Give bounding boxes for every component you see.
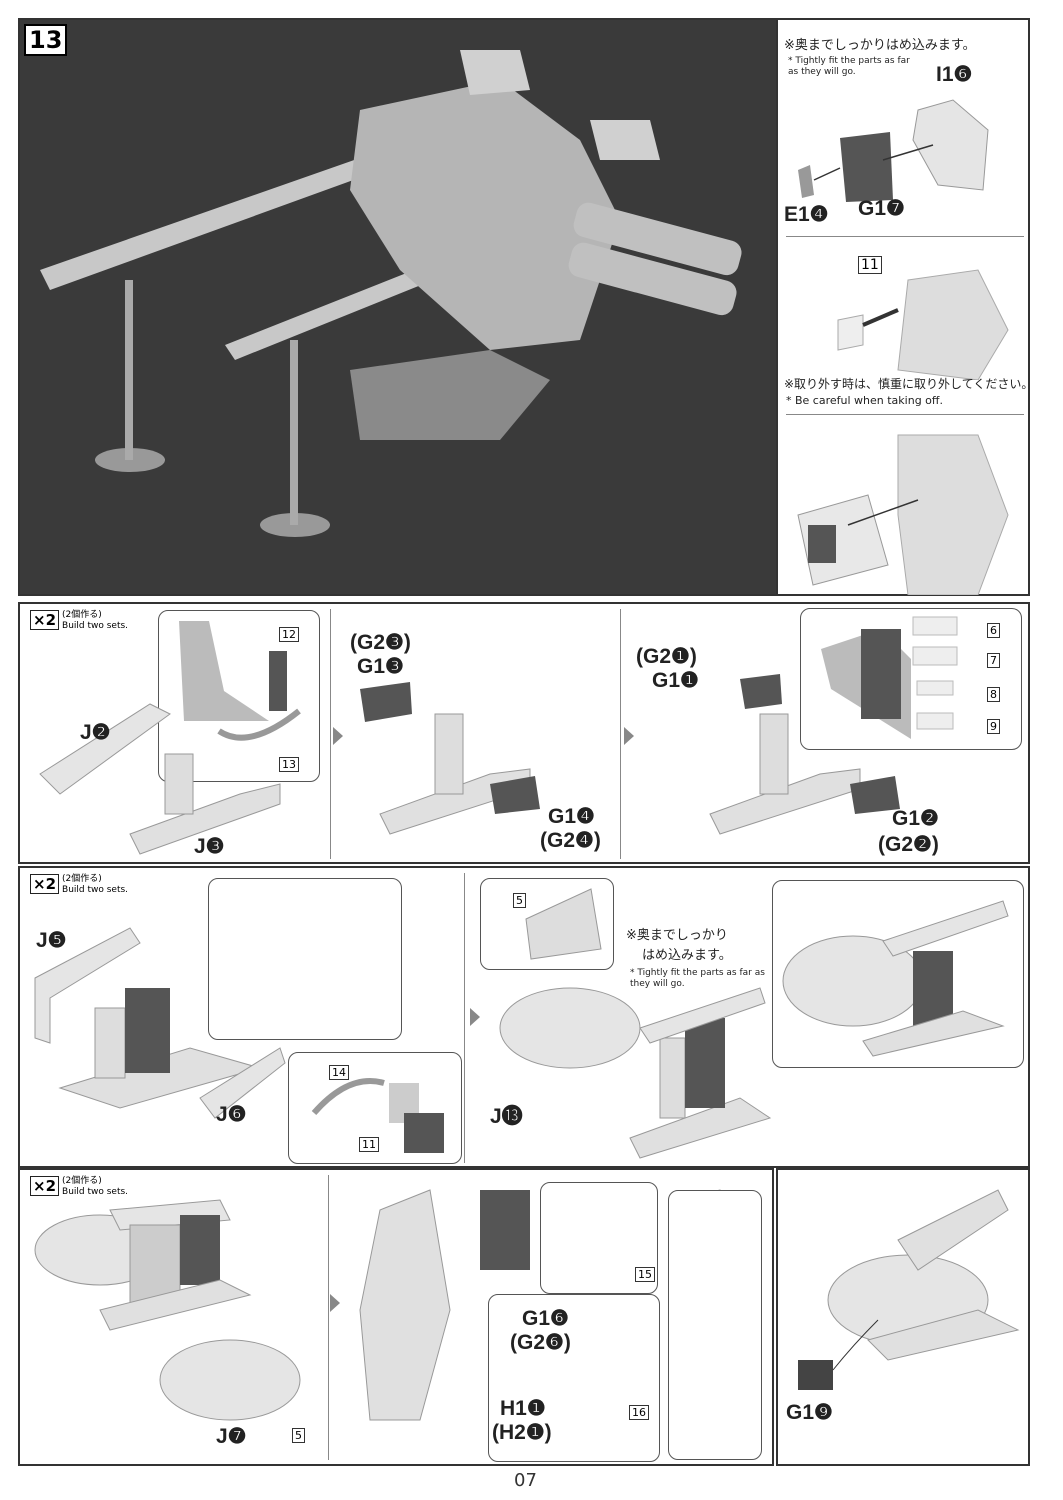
part-number: 14 xyxy=(329,1065,349,1080)
part-number: 11 xyxy=(359,1137,379,1152)
step-row-2: ×2 (2個作る)Build two sets. J❺ J❻ 14 11 5 ※… xyxy=(18,866,1030,1168)
part-label: J⓭ xyxy=(490,1105,523,1128)
part-label: (G2❹) xyxy=(540,829,601,852)
part-label: G1❻ xyxy=(522,1307,569,1330)
part-label: J❼ xyxy=(216,1425,247,1448)
next-step-arrow xyxy=(330,1294,340,1312)
final-view-panel: G1❾ xyxy=(776,1168,1030,1466)
callout-box: 12 13 xyxy=(158,610,320,782)
part-label: G1❷ xyxy=(892,807,939,830)
part-label: (G2❶) xyxy=(636,645,697,668)
x2-jp: (2個作る) xyxy=(62,1176,102,1186)
x2-en: Build two sets. xyxy=(62,621,129,631)
build-two-sets-badge: ×2 (2個作る)Build two sets. xyxy=(30,1176,128,1198)
part-number: 13 xyxy=(279,757,299,772)
callout-box-decals: 6 7 8 9 xyxy=(800,608,1022,750)
part-label: J❷ xyxy=(80,721,111,744)
part-label: J❺ xyxy=(36,929,67,952)
build-two-sets-badge: ×2 (2個作る)Build two sets. xyxy=(30,610,128,632)
part-label: (G2❷) xyxy=(878,833,939,856)
divider xyxy=(330,609,331,859)
divider xyxy=(786,414,1024,415)
next-step-arrow xyxy=(470,1008,480,1026)
ref-step-11: 11 xyxy=(858,256,882,274)
step-number: 13 xyxy=(24,24,68,56)
part-label: (G2❸) xyxy=(350,631,411,654)
next-step-arrow xyxy=(333,727,343,745)
part-label: I1❻ xyxy=(936,63,973,86)
fit-note-en: * Tightly fit the parts as far as they w… xyxy=(630,968,765,989)
callout-box: 16 xyxy=(488,1294,660,1462)
divider xyxy=(786,236,1024,237)
side-view-box xyxy=(668,1190,762,1460)
stand-base-illustration-3 xyxy=(709,674,900,835)
part-label: G1❶ xyxy=(652,669,699,692)
part-number: 7 xyxy=(987,653,1000,668)
callout-box xyxy=(208,878,402,1040)
attach-shoulder-illustration xyxy=(797,434,1009,595)
callout-box: 14 11 xyxy=(288,1052,462,1164)
x2-en: Build two sets. xyxy=(62,885,129,895)
part-label: G1❾ xyxy=(786,1401,833,1424)
fit-note-en: * Tightly fit the parts as far as they w… xyxy=(788,56,910,77)
stand-assembly-illustration-2 xyxy=(499,987,772,1159)
part-label: J❻ xyxy=(216,1103,247,1126)
part-label: G1❼ xyxy=(858,197,905,220)
x2-en: Build two sets. xyxy=(62,1187,129,1197)
step-13-main-illustration: 13 xyxy=(18,18,778,596)
top-right-detail-panel: ※奥までしっかりはめ込みます。 * Tightly fit the parts … xyxy=(776,18,1034,596)
x2-badge: ×2 xyxy=(30,610,60,630)
model-on-stand-illustration xyxy=(40,50,742,537)
part-label: H1❶ xyxy=(500,1397,546,1420)
fit-note-jp: ※奥までしっかりはめ込みます。 xyxy=(784,38,976,53)
step-row-1: ×2 (2個作る)Build two sets. 12 13 J❷ J❸ (G2… xyxy=(18,602,1030,864)
part-label: G1❹ xyxy=(548,805,595,828)
part-label: J❸ xyxy=(194,835,225,858)
finished-stand-illustration xyxy=(798,1189,1020,1390)
fit-note-jp: はめ込みます。 xyxy=(642,948,732,963)
step-row-3: ×2 (2個作る)Build two sets. J❼ 5 15 16 G1❻ … xyxy=(18,1168,774,1466)
part-label: G1❸ xyxy=(357,655,404,678)
part-number: 6 xyxy=(987,623,1000,638)
remove-shoulder-illustration xyxy=(837,269,1009,380)
part-label: (H2❶) xyxy=(492,1421,552,1444)
part-number: 12 xyxy=(279,627,299,642)
shoulder-parts-illustration xyxy=(798,99,989,202)
x2-badge: ×2 xyxy=(30,874,60,894)
stand-assembly-illustration-3 xyxy=(34,1199,301,1421)
x2-jp: (2個作る) xyxy=(62,610,102,620)
caution-en: * Be careful when taking off. xyxy=(786,394,943,407)
x2-jp: (2個作る) xyxy=(62,874,102,884)
divider xyxy=(464,873,465,1163)
completed-view-box xyxy=(772,880,1024,1068)
part-number: 9 xyxy=(987,719,1000,734)
part-number: 5 xyxy=(513,893,526,908)
part-label: (G2❻) xyxy=(510,1331,571,1354)
part-number: 16 xyxy=(629,1405,649,1420)
part-label: E1❹ xyxy=(784,203,829,226)
build-two-sets-badge: ×2 (2個作る)Build two sets. xyxy=(30,874,128,896)
fit-note-jp: ※奥までしっかり xyxy=(626,928,728,943)
page-number: 07 xyxy=(514,1470,537,1491)
part-number: 15 xyxy=(635,1267,655,1282)
x2-badge: ×2 xyxy=(30,1176,60,1196)
stand-base-illustration-2 xyxy=(360,682,540,835)
stand-base-illustration-1 xyxy=(39,703,281,855)
divider xyxy=(328,1175,329,1460)
callout-box: 5 xyxy=(480,878,614,970)
part-number: 8 xyxy=(987,687,1000,702)
divider xyxy=(620,609,621,859)
part-number: 5 xyxy=(292,1428,305,1443)
next-step-arrow xyxy=(624,727,634,745)
caution-jp: ※取り外す時は、慎重に取り外してください。 xyxy=(784,377,1034,391)
callout-box: 15 xyxy=(540,1182,658,1294)
